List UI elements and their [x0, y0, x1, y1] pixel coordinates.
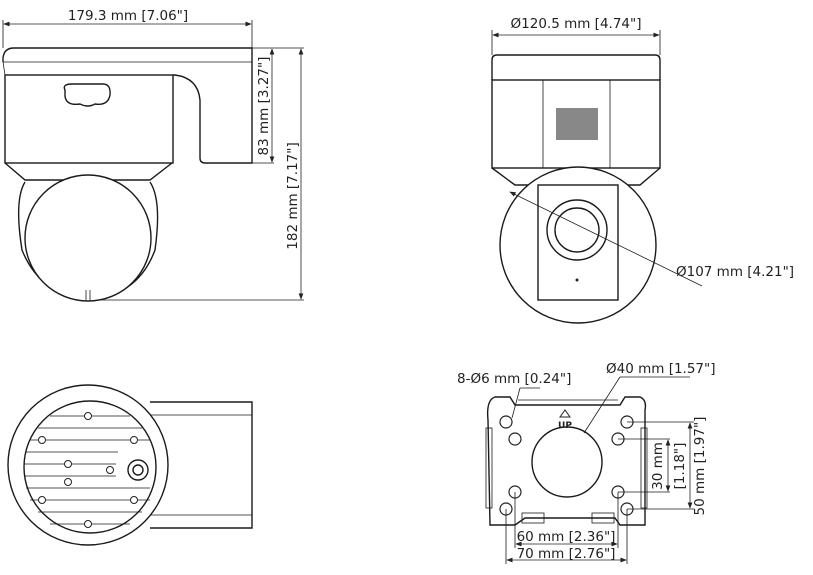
body-height-dimension-label: 83 mm [3.27"]	[256, 57, 272, 156]
center-hole-label: Ø40 mm [1.57"]	[606, 361, 716, 377]
dim-60-label: 60 mm [2.36"]	[517, 529, 616, 545]
bottom-view	[7, 384, 253, 546]
mounting-holes	[499, 415, 634, 516]
mount-plate: UP 8-Ø6 mm [0.24"] Ø40 mm [1.57"] 30 mm …	[457, 361, 716, 564]
side-window-icon	[63, 83, 111, 107]
side-view: 179.3 mm [7.06"] 83 mm [3.27"] 182 mm [7…	[2, 8, 304, 302]
dim-70-label: 70 mm [2.76"]	[517, 546, 616, 562]
up-arrow-icon	[559, 409, 571, 418]
dome-diameter-label: Ø107 mm [4.21"]	[676, 264, 794, 280]
speaker-grill	[556, 108, 598, 140]
dim-30-label: 30 mm	[650, 442, 666, 490]
dim-50-label: 50 mm [1.97"]	[692, 417, 708, 516]
front-view: Ø120.5 mm [4.74"] Ø107 mm [4.21"]	[491, 16, 794, 324]
width-dimension-label: 179.3 mm [7.06"]	[68, 8, 188, 24]
top-diameter-label: Ø120.5 mm [4.74"]	[511, 16, 642, 32]
holes-label: 8-Ø6 mm [0.24"]	[457, 371, 571, 387]
center-hole	[531, 426, 603, 498]
up-marker: UP	[558, 421, 572, 431]
total-height-dimension-label: 182 mm [7.17"]	[285, 142, 301, 249]
dim-30-inch-label: [1.18"]	[672, 443, 688, 490]
